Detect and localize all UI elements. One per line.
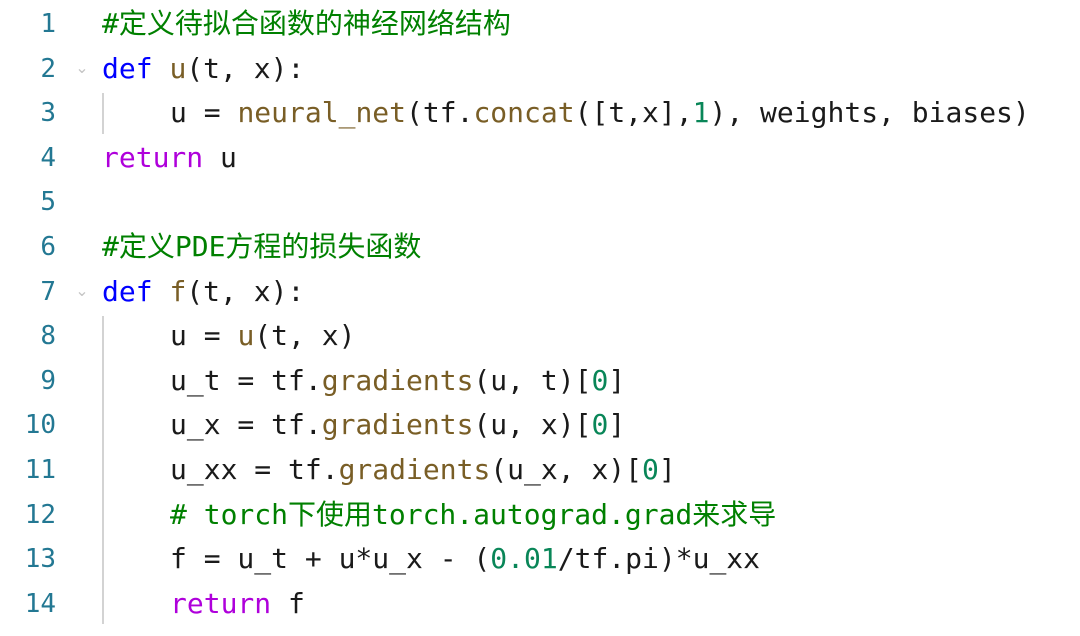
line-number: 9	[40, 365, 56, 396]
code-token: 0	[591, 363, 609, 397]
code-token: ]	[608, 408, 626, 442]
code-line[interactable]: 10 u_x = tf.gradients(u, x)[0]	[0, 403, 1080, 447]
code-line[interactable]: 14 return f	[0, 582, 1080, 626]
code-token: 1	[692, 96, 710, 130]
code-token	[153, 52, 170, 85]
code-token: ]	[658, 453, 676, 486]
line-number: 6	[40, 232, 56, 262]
code-text: f = u_t + u*u_x - (0.01/tf.pi)*u_xx	[170, 537, 760, 581]
line-number: 14	[24, 588, 56, 619]
code-token: concat	[473, 96, 575, 130]
code-text: return f	[170, 582, 305, 626]
fold-chevron-icon[interactable]: ⌄	[75, 57, 89, 77]
indent-guide	[102, 93, 104, 134]
code-line[interactable]: 6 #定义PDE方程的损失函数	[0, 225, 1080, 269]
line-number: 7	[40, 276, 56, 307]
code-line[interactable]: 12 # torch下使用torch.autograd.grad来求导	[0, 493, 1080, 537]
indent-guide	[102, 316, 104, 625]
code-token: 0.01	[490, 542, 558, 576]
code-token: (t, x)	[254, 319, 356, 353]
code-text: #定义PDE方程的损失函数	[102, 225, 421, 269]
code-token: ([t,x],	[574, 96, 693, 130]
code-line[interactable]: 13 f = u_t + u*u_x - (0.01/tf.pi)*u_xx	[0, 537, 1080, 581]
code-text: u = u(t, x)	[170, 314, 355, 358]
code-token: (tf.	[406, 96, 474, 130]
line-number: 3	[40, 98, 56, 129]
code-token: (t, x):	[186, 274, 305, 308]
code-token: neural_net	[237, 96, 407, 130]
code-token: f	[271, 586, 305, 620]
code-token: ]	[608, 363, 626, 397]
line-number: 2	[40, 53, 56, 84]
line-number: 4	[40, 142, 56, 173]
code-token: f	[169, 274, 187, 308]
code-line[interactable]: 1 #定义待拟合函数的神经网络结构	[0, 2, 1080, 46]
code-token: return	[170, 586, 272, 620]
code-line[interactable]: 5	[0, 180, 1080, 224]
line-number: 8	[40, 321, 56, 352]
code-line[interactable]: 8 u = u(t, x)	[0, 314, 1080, 358]
code-line[interactable]: 4 return u	[0, 136, 1080, 180]
code-token: (u, t)[	[473, 363, 592, 397]
code-token: def	[102, 51, 153, 85]
code-token	[153, 275, 170, 308]
code-line[interactable]: 11 u_xx = tf.gradients(u_x, x)[0]	[0, 448, 1080, 492]
code-text: def u(t, x):	[102, 47, 304, 91]
code-text: u = neural_net(tf.concat([t,x],1), weigh…	[170, 91, 1030, 135]
code-token: # torch下使用torch.autograd.grad来求导	[170, 497, 777, 531]
code-text: u_x = tf.gradients(u, x)[0]	[170, 403, 625, 447]
code-token: def	[102, 274, 153, 308]
code-line[interactable]: 9 u_t = tf.gradients(u, t)[0]	[0, 359, 1080, 403]
code-token: (u_x, x)[	[490, 453, 643, 486]
code-text: u_t = tf.gradients(u, t)[0]	[170, 359, 625, 403]
line-number: 10	[24, 410, 56, 441]
code-token: #定义PDE方程的损失函数	[102, 230, 422, 263]
line-number: 1	[40, 9, 56, 39]
code-token: (t, x):	[186, 51, 305, 85]
code-token: return	[102, 140, 204, 174]
line-number: 11	[24, 455, 56, 485]
code-token: gradients	[338, 453, 491, 486]
code-token: ), weights, biases)	[709, 96, 1030, 130]
code-line[interactable]: 7 ⌄ def f(t, x):	[0, 270, 1080, 314]
code-token: 0	[642, 453, 659, 486]
code-text: # torch下使用torch.autograd.grad来求导	[170, 493, 776, 537]
code-line[interactable]: 3 u = neural_net(tf.concat([t,x],1), weig…	[0, 91, 1080, 135]
code-token: u	[237, 319, 255, 353]
code-token: gradients	[321, 408, 474, 442]
code-token: (u, x)[	[473, 408, 592, 442]
fold-chevron-icon[interactable]: ⌄	[75, 280, 89, 300]
code-text: #定义待拟合函数的神经网络结构	[102, 2, 511, 46]
code-token: u =	[170, 96, 238, 130]
line-number: 5	[40, 187, 56, 218]
line-number: 13	[24, 544, 56, 575]
code-token: /tf.pi)*u_xx	[557, 542, 761, 576]
code-token: #定义待拟合函数的神经网络结构	[102, 7, 511, 40]
code-text: return u	[102, 136, 237, 180]
code-token: gradients	[321, 363, 474, 397]
code-token: u	[203, 140, 237, 174]
code-text: def f(t, x):	[102, 270, 304, 314]
code-token: f = u_t + u*u_x - (	[170, 542, 491, 576]
code-token: u =	[170, 319, 238, 353]
line-number: 12	[24, 499, 56, 530]
code-text: u_xx = tf.gradients(u_x, x)[0]	[170, 448, 676, 492]
code-token: u	[169, 51, 187, 85]
code-token: 0	[591, 408, 609, 442]
code-token: u_x = tf.	[170, 408, 322, 442]
code-token: u_t = tf.	[170, 363, 322, 397]
code-line[interactable]: 2 ⌄ def u(t, x):	[0, 47, 1080, 91]
code-token: u_xx = tf.	[170, 453, 339, 486]
